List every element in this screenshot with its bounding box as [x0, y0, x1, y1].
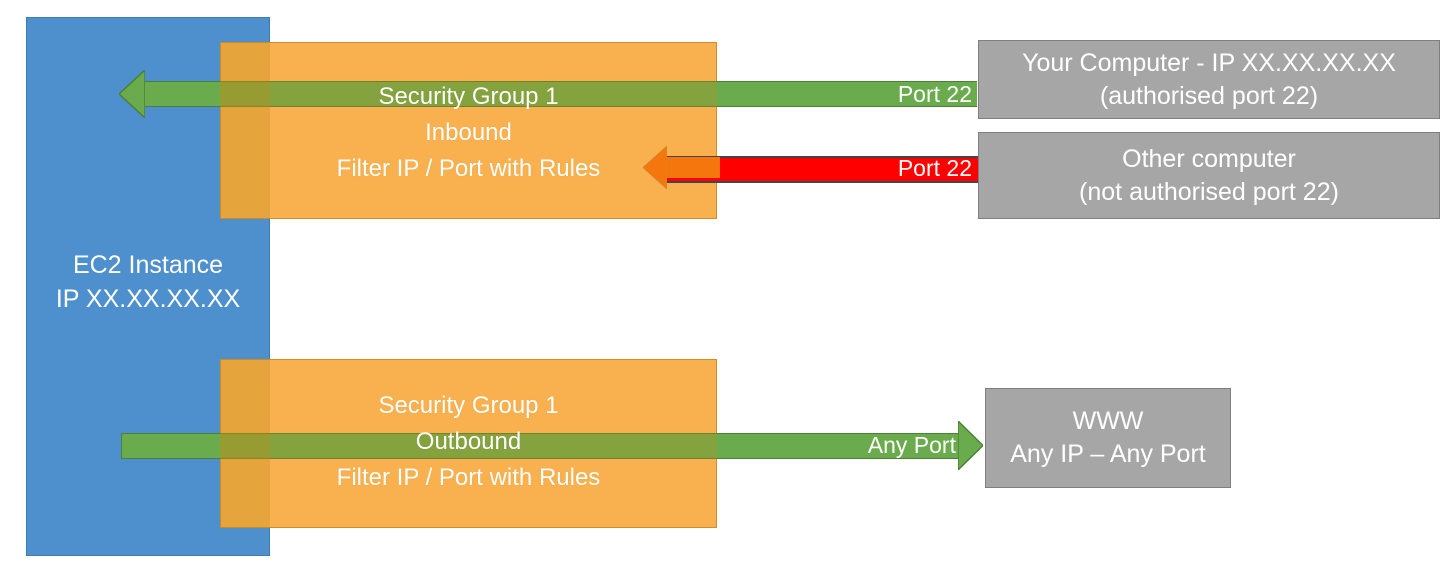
inbound-allowed-arrow-head — [117, 68, 146, 120]
security-group-inbound-box — [220, 42, 717, 219]
endpoint-your-computer: Your Computer - IP XX.XX.XX.XX (authoris… — [978, 40, 1440, 119]
port-label-inbound-allowed: Port 22 — [897, 81, 972, 107]
outbound-allowed-arrow-shaft — [220, 433, 962, 459]
endpoint-other-computer: Other computer (not authorised port 22) — [978, 132, 1440, 219]
inbound-denied-arrow-shaft-inside-sg — [660, 157, 720, 178]
endpoint-www: WWW Any IP – Any Port — [985, 388, 1231, 488]
port-label-outbound-any: Any Port — [867, 432, 956, 458]
security-group-inbound-label: Security Group 1 Inbound Filter IP / Por… — [336, 83, 601, 182]
port-label-inbound-denied: Port 22 — [897, 155, 972, 181]
ec2-instance-label: EC2 Instance IP XX.XX.XX.XX — [55, 251, 241, 313]
inbound-allowed-arrow-shaft — [144, 81, 977, 107]
outbound-allowed-arrow-head — [957, 419, 985, 472]
security-group-outbound-label: Security Group 1 Outbound Filter IP / Po… — [336, 392, 601, 491]
